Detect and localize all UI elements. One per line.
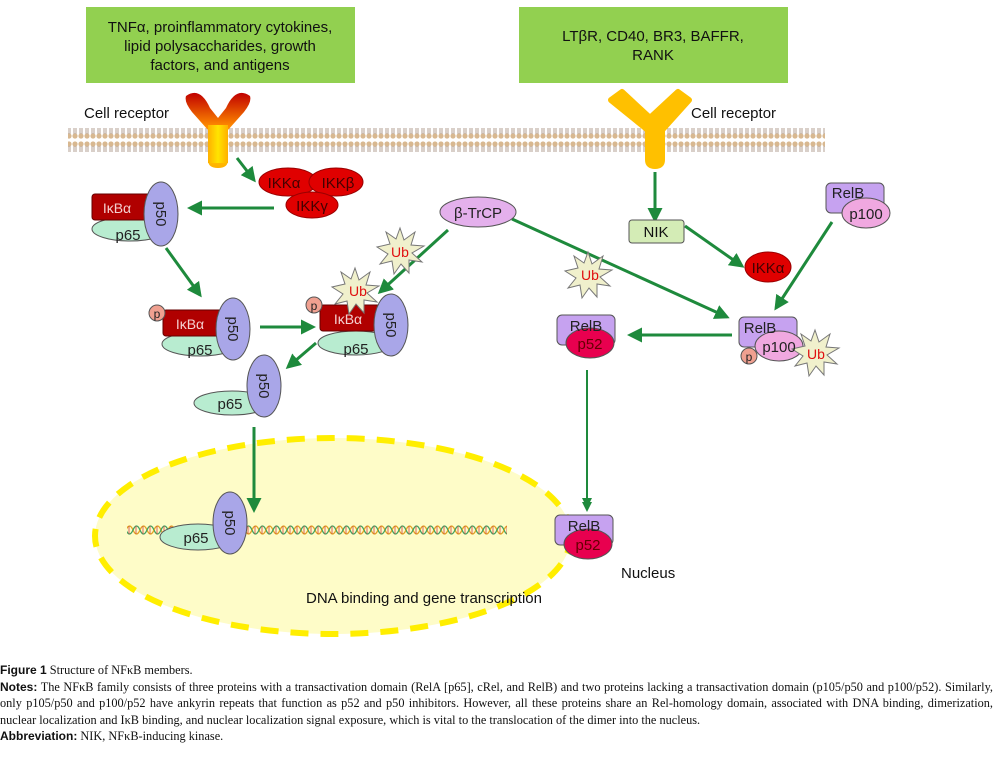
nik-label: NIK — [643, 224, 668, 241]
phospho-label: p — [311, 299, 318, 313]
ub-label: Ub — [807, 346, 825, 362]
cell-membrane — [68, 127, 825, 155]
abbreviation-text: NIK, NFκB-inducing kinase. — [80, 729, 224, 744]
ub-label: Ub — [349, 283, 367, 299]
relb-label: RelB — [832, 185, 865, 202]
figure-title: Structure of NFκB members. — [49, 663, 193, 677]
p50-label: p50 — [224, 316, 241, 341]
canonical-stimulus-line-2: lipid polysaccharides, growth — [124, 38, 316, 55]
canonical-stimulus-box: TNFα, proinflammatory cytokines, lipid p… — [86, 7, 355, 83]
relb-label: RelB — [570, 318, 603, 335]
right-cell-receptor-icon — [608, 89, 692, 169]
noncanonical-stimulus-line-1: LTβR, CD40, BR3, BAFFR, — [562, 28, 744, 45]
relb-label: RelB — [744, 320, 777, 337]
p50-label: p50 — [152, 201, 169, 226]
beta-trcp: β-TrCP — [439, 196, 517, 228]
abbreviation-row: Abbreviation: NIK, NFκB-inducing kinase. — [0, 728, 993, 745]
p100-label: p100 — [762, 339, 795, 356]
noncanonical-stimulus-line-2: RANK — [632, 47, 674, 64]
nuclear-p65-p50-dimer: p65 p50 — [159, 491, 248, 555]
ikba-label: IκBα — [176, 316, 204, 332]
relb-p100-processing-complex: RelB p100 p Ub — [738, 316, 841, 378]
dna-binding-label: DNA binding and gene transcription — [306, 590, 542, 607]
canonical-stimulus-line-1: TNFα, proinflammatory cytokines, — [108, 19, 333, 36]
p65-label: p65 — [115, 227, 140, 244]
ikk-complex: IKKα IKKβ IKKγ — [258, 167, 364, 219]
figure-title-row: Figure 1 Structure of NFκB members. — [0, 662, 993, 679]
notes-text: The NFκB family consists of three protei… — [0, 679, 993, 727]
arrow-ub-to-free-dimer — [285, 341, 317, 369]
relb-p100-complex: RelB p100 — [825, 182, 891, 229]
right-cell-receptor-label: Cell receptor — [691, 105, 776, 122]
notes-label: Notes: — [0, 679, 38, 694]
p100-label: p100 — [849, 206, 882, 223]
canonical-stimulus-line-3: factors, and antigens — [150, 57, 289, 74]
phospho-label: p — [746, 350, 753, 364]
ubiquitin-star-3: Ub — [563, 250, 614, 300]
noncanonical-stimulus-box: LTβR, CD40, BR3, BAFFR, RANK — [519, 7, 788, 83]
ikk-beta-label: IKKβ — [322, 175, 355, 192]
phospho-label: p — [154, 307, 161, 321]
ikba-label: IκBα — [334, 311, 362, 327]
arrow-complex-to-phospho — [164, 247, 202, 298]
p50-label: p50 — [382, 312, 399, 337]
arrow-receptor-to-ikk — [235, 157, 256, 183]
ubiquitin-star-1: Ub — [375, 226, 426, 276]
figure-label: Figure 1 — [0, 663, 47, 677]
p65-label: p65 — [343, 341, 368, 358]
ikk-alpha-label: IKKα — [268, 175, 301, 192]
relb-label: RelB — [568, 518, 601, 535]
p50-label: p50 — [221, 510, 238, 535]
p52-label: p52 — [575, 537, 600, 554]
p65-label: p65 — [187, 342, 212, 359]
arrow-relb-p100-to-processing — [774, 221, 834, 311]
phospho-ikba-complex: p IκBα p65 p50 — [148, 297, 251, 361]
left-cell-receptor-label: Cell receptor — [84, 105, 169, 122]
notes-row: Notes: The NFκB family consists of three… — [0, 679, 993, 729]
ikk-gamma-label: IKKγ — [296, 198, 328, 215]
p50-label: p50 — [255, 373, 272, 398]
ub-label: Ub — [391, 244, 409, 260]
abbreviation-label: Abbreviation: — [0, 729, 78, 744]
ikk-alpha-noncanonical: IKKα — [744, 251, 792, 283]
p65-label: p65 — [183, 530, 208, 547]
p52-label: p52 — [577, 336, 602, 353]
beta-trcp-label: β-TrCP — [454, 205, 502, 222]
arrow-nik-to-ikka — [684, 224, 745, 268]
nuclear-relb-p52-complex: RelB p52 — [554, 514, 614, 560]
ubiquitin-star-2: Ub — [330, 266, 381, 316]
ub-label: Ub — [581, 267, 599, 283]
figure-caption: Figure 1 Structure of NFκB members. Note… — [0, 662, 993, 745]
arrow-btrcp-to-relb-p100 — [511, 217, 730, 319]
ikba-p65-p50-complex: IκBα p65 p50 — [91, 181, 179, 247]
free-p65-p50-dimer: p65 p50 — [193, 354, 282, 418]
p65-label: p65 — [217, 396, 242, 413]
ikba-label: IκBα — [103, 200, 131, 216]
left-cell-receptor-icon — [185, 92, 251, 168]
nik-kinase: NIK — [628, 219, 685, 244]
ubiquitin-star-4 — [790, 328, 841, 378]
nucleus-label: Nucleus — [621, 565, 675, 582]
nfkb-pathway-diagram: TNFα, proinflammatory cytokines, lipid p… — [68, 7, 891, 637]
ubiquitinated-ikba-complex: p IκBα p65 p50 — [305, 293, 409, 358]
relb-p52-complex: RelB p52 — [556, 314, 616, 359]
ikk-alpha-label: IKKα — [752, 260, 785, 277]
